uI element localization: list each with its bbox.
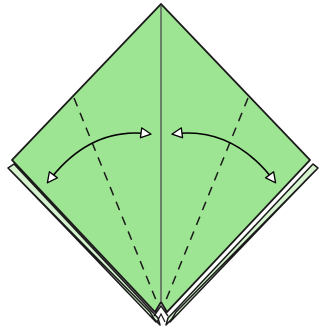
origami-diagram (0, 0, 323, 329)
origami-diagram-canvas (0, 0, 323, 329)
